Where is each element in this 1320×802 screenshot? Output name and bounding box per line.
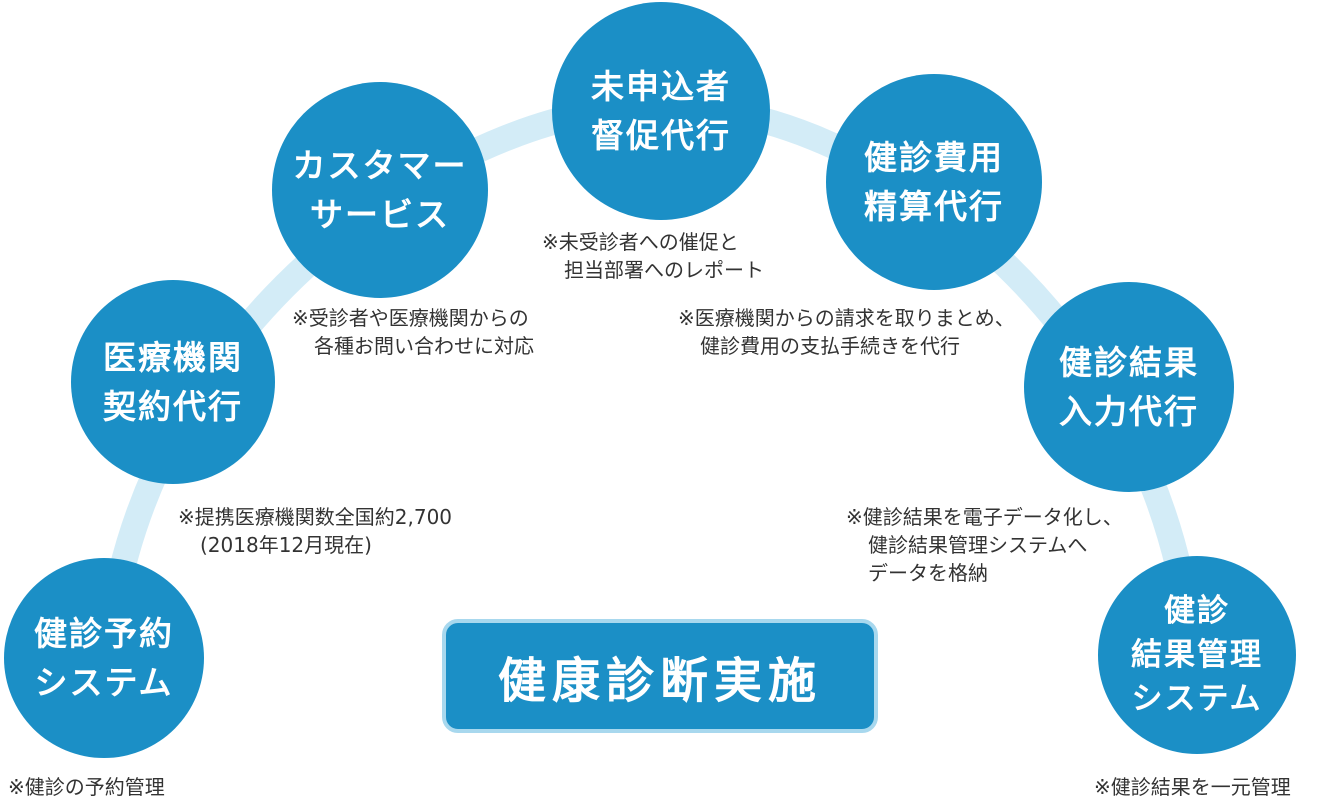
node-contract-agency: 医療機関 契約代行: [71, 280, 275, 484]
node-reservation-system: 健診予約 システム: [4, 558, 204, 758]
node-contract-line1: 医療機関: [103, 337, 243, 377]
note-input: ※健診結果を電子データ化し、 健診結果管理システムへ データを格納: [846, 503, 1123, 587]
center-label-box: 健康診断実施: [442, 619, 878, 733]
note-input-line3: データを格納: [868, 561, 988, 585]
node-result-input-agency: 健診結果 入力代行: [1024, 282, 1234, 492]
note-contract-line2: (2018年12月現在): [200, 533, 372, 557]
node-input-line1: 健診結果: [1059, 342, 1199, 382]
node-reminder-line1: 未申込者: [591, 66, 731, 106]
node-result-management-system: 健診 結果管理 システム: [1098, 556, 1296, 754]
node-management-line2: 結果管理: [1131, 636, 1263, 673]
note-billing-line2: 健診費用の支払手続きを代行: [700, 334, 960, 358]
node-billing-agency: 健診費用 精算代行: [826, 74, 1042, 290]
note-customer: ※受診者や医療機関からの 各種お問い合わせに対応: [292, 304, 534, 360]
note-reminder-line1: ※未受診者への催促と: [542, 230, 739, 254]
note-contract-line1: ※提携医療機関数全国約2,700: [178, 505, 453, 529]
node-customer-line1: カスタマー: [292, 145, 468, 185]
node-reminder-line2: 督促代行: [591, 116, 731, 155]
node-reservation-line2: システム: [34, 663, 174, 702]
note-input-line1: ※健診結果を電子データ化し、: [846, 505, 1123, 529]
note-billing-line1: ※医療機関からの請求を取りまとめ、: [678, 306, 1015, 330]
node-management-line3: システム: [1131, 681, 1263, 717]
note-reservation-line1: ※健診の予約管理: [8, 775, 165, 799]
note-reminder-line2: 担当部署へのレポート: [564, 258, 764, 282]
node-contract-line2: 契約代行: [103, 387, 243, 426]
center-label: 健康診断実施: [497, 653, 822, 709]
node-billing-line2: 精算代行: [864, 187, 1004, 226]
note-management-line1: ※健診結果を一元管理: [1094, 775, 1291, 799]
node-reservation-line1: 健診予約: [34, 613, 174, 653]
node-input-line2: 入力代行: [1059, 392, 1199, 431]
note-input-line2: 健診結果管理システムへ: [868, 533, 1088, 557]
node-billing-line1: 健診費用: [864, 137, 1004, 177]
note-contract: ※提携医療機関数全国約2,700 (2018年12月現在): [178, 503, 452, 559]
note-reminder: ※未受診者への催促と 担当部署へのレポート: [542, 228, 764, 284]
node-reminder-agency: 未申込者 督促代行: [552, 2, 770, 220]
note-customer-line1: ※受診者や医療機関からの: [292, 306, 529, 330]
node-customer-service: カスタマー サービス: [272, 82, 488, 298]
note-billing: ※医療機関からの請求を取りまとめ、 健診費用の支払手続きを代行: [678, 304, 1015, 360]
node-management-line1: 健診: [1164, 592, 1230, 629]
note-reservation: ※健診の予約管理: [8, 773, 165, 801]
note-customer-line2: 各種お問い合わせに対応: [314, 334, 534, 358]
note-management: ※健診結果を一元管理: [1094, 773, 1291, 801]
node-customer-line2: サービス: [310, 195, 450, 234]
